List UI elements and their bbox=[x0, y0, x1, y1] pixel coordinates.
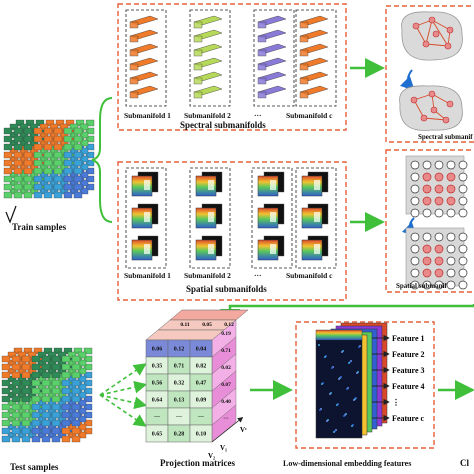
spectral-panel bbox=[117, 3, 347, 131]
spatial-item-3: ··· bbox=[254, 271, 262, 280]
test-samples-cube bbox=[1, 347, 93, 443]
train-samples-label: Train samples bbox=[12, 222, 67, 232]
projection-cell: 0.06 bbox=[152, 347, 163, 353]
projection-cell: ··· bbox=[154, 415, 160, 421]
fan-arrows bbox=[99, 363, 148, 427]
projection-cell: 0.13 bbox=[174, 398, 185, 404]
projection-top-value: 0.11 bbox=[180, 322, 190, 328]
spatial-panel bbox=[117, 161, 347, 301]
embedding-feature-list: Feature 1 Feature 2 Feature 3 Feature 4 ⋮ Fea… bbox=[372, 334, 425, 423]
projection-side-value: 0.07 bbox=[221, 382, 231, 388]
spatial-item-2: Submanifold 2 bbox=[184, 271, 231, 280]
classifier-label: Cl bbox=[460, 458, 469, 468]
projection-axis-label: V₁ bbox=[220, 444, 227, 452]
projection-cell: 0.65 bbox=[152, 432, 163, 438]
projection-cell: 0.35 bbox=[152, 364, 163, 370]
spectral-item-1: Submanifold 1 bbox=[124, 111, 171, 120]
spectral-submanifold-stacks bbox=[125, 9, 337, 107]
projection-matrices: 0.19 0.71 0.02 0.07 0.40 ··· 0.11 0.05 0.12 0.06 0… bbox=[145, 309, 249, 460]
spectral-graph-panel bbox=[385, 5, 474, 143]
spatial-pixel-grid-top bbox=[405, 155, 468, 218]
spectral-item-c: Submanifold c bbox=[286, 111, 333, 120]
train-samples-cube bbox=[3, 119, 95, 199]
projection-side-value: 0.02 bbox=[221, 365, 231, 371]
projection-cell: 0.04 bbox=[196, 347, 207, 353]
spatial-graph-panel bbox=[385, 149, 474, 293]
feature-label: Feature 3 bbox=[392, 366, 425, 375]
projection-side-value: 0.40 bbox=[221, 399, 231, 405]
spectral-graph-blob-bottom bbox=[399, 85, 463, 131]
spectral-item-2: Submanifold 2 bbox=[184, 111, 231, 120]
projection-label: Projection matrices bbox=[160, 458, 236, 468]
spatial-item-1: Submanifold 1 bbox=[124, 271, 171, 280]
projection-side-value: 0.19 bbox=[221, 331, 231, 337]
projection-cell: 0.12 bbox=[174, 347, 185, 353]
feature-label: Feature 4 bbox=[392, 382, 425, 391]
projection-cell: 0.82 bbox=[196, 364, 207, 370]
feature-label: Feature 1 bbox=[392, 334, 425, 343]
projection-axis-label: Vᶜ bbox=[240, 426, 247, 434]
arrow-to-projection bbox=[220, 304, 474, 329]
spectral-title: Spectral submanifolds bbox=[180, 120, 266, 130]
projection-side-value: 0.71 bbox=[221, 348, 231, 354]
projection-cell: 0.71 bbox=[174, 364, 185, 370]
projection-top-value: 0.05 bbox=[202, 322, 212, 328]
projection-axis-label: V₂ bbox=[208, 452, 215, 460]
embedding-feature-cube bbox=[315, 322, 388, 439]
projection-cell: ··· bbox=[198, 415, 204, 421]
check-icon bbox=[5, 205, 17, 224]
test-samples-label: Test samples bbox=[10, 462, 59, 472]
projection-cell: 0.47 bbox=[196, 381, 207, 387]
embedding-panel bbox=[295, 321, 435, 449]
projection-cell: 0.09 bbox=[196, 398, 207, 404]
curved-arrow-icon bbox=[399, 69, 415, 91]
feature-label: ⋮ bbox=[392, 398, 400, 407]
projection-cell: 0.10 bbox=[196, 432, 207, 438]
spatial-pixel-grid-bottom bbox=[405, 227, 468, 290]
feature-label: Feature c bbox=[392, 414, 425, 423]
spectral-item-3: ··· bbox=[254, 111, 262, 120]
projection-cell: 0.64 bbox=[152, 398, 163, 404]
projection-cell: ··· bbox=[176, 415, 182, 421]
spectral-graph-blob-top bbox=[401, 11, 463, 61]
spectral-graph-label: Spectral submanif bbox=[418, 133, 473, 141]
spatial-title: Spatial submanifolds bbox=[186, 284, 267, 294]
spatial-submanifold-stacks bbox=[125, 167, 337, 269]
spatial-graph-label: Spatial submanif bbox=[396, 282, 447, 290]
projection-cell: 0.32 bbox=[174, 381, 185, 387]
projection-side-value: ··· bbox=[223, 416, 229, 422]
split-brace bbox=[91, 97, 113, 223]
projection-top-value: 0.12 bbox=[224, 322, 234, 328]
projection-cell: 0.56 bbox=[152, 381, 163, 387]
spatial-item-c: Submanifold c bbox=[286, 271, 333, 280]
projection-cell: 0.28 bbox=[174, 432, 185, 438]
embedding-label: Low-dimensional embedding features bbox=[283, 459, 411, 468]
feature-label: Feature 2 bbox=[392, 350, 425, 359]
